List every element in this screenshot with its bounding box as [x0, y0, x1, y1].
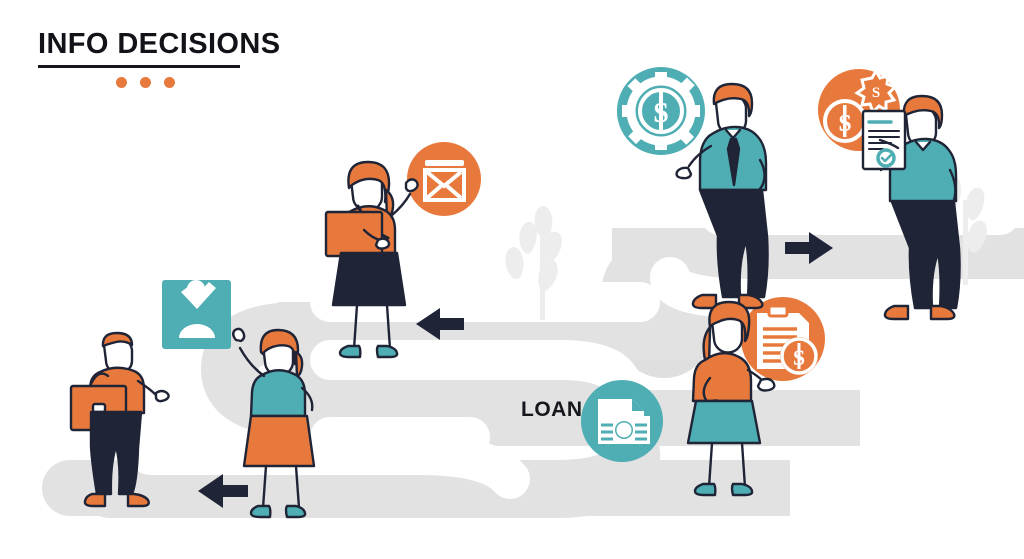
character-woman-orange-top [324, 160, 419, 359]
svg-text:S: S [872, 85, 880, 101]
badge-mail[interactable] [407, 142, 481, 216]
gear-dollar-icon: S [622, 72, 700, 150]
page-title: INFO DECISIONS [38, 28, 281, 60]
clipboard-dollar-icon: S [757, 304, 818, 375]
badge-user-download[interactable] [162, 280, 231, 349]
title-dot-2 [140, 77, 151, 88]
character-man-document [861, 94, 961, 321]
character-woman-teal-top [232, 327, 316, 519]
badge-clipboard-dollar[interactable]: S [741, 297, 825, 381]
plant-silhouette-left [505, 206, 562, 320]
title-dot-3 [164, 77, 175, 88]
title-dot-1 [116, 77, 127, 88]
user-download-icon [179, 280, 216, 338]
title-underline [38, 65, 240, 68]
character-man-tie [675, 82, 769, 310]
arrow-left-top [416, 308, 464, 340]
loan-label: LOAN [521, 398, 583, 421]
arrow-left-bottom [198, 474, 248, 508]
page-title-block: INFO DECISIONS [38, 30, 280, 88]
title-dot-group [116, 77, 280, 88]
badge-loan-document[interactable] [581, 380, 663, 462]
arrow-right-upper [785, 232, 833, 264]
badge-gear-dollar[interactable]: S [617, 67, 705, 155]
character-woman-teal-skirt [686, 300, 776, 497]
certificate-document-icon [598, 399, 650, 444]
character-businessman-briefcase [69, 331, 170, 508]
envelope-icon [423, 160, 466, 202]
